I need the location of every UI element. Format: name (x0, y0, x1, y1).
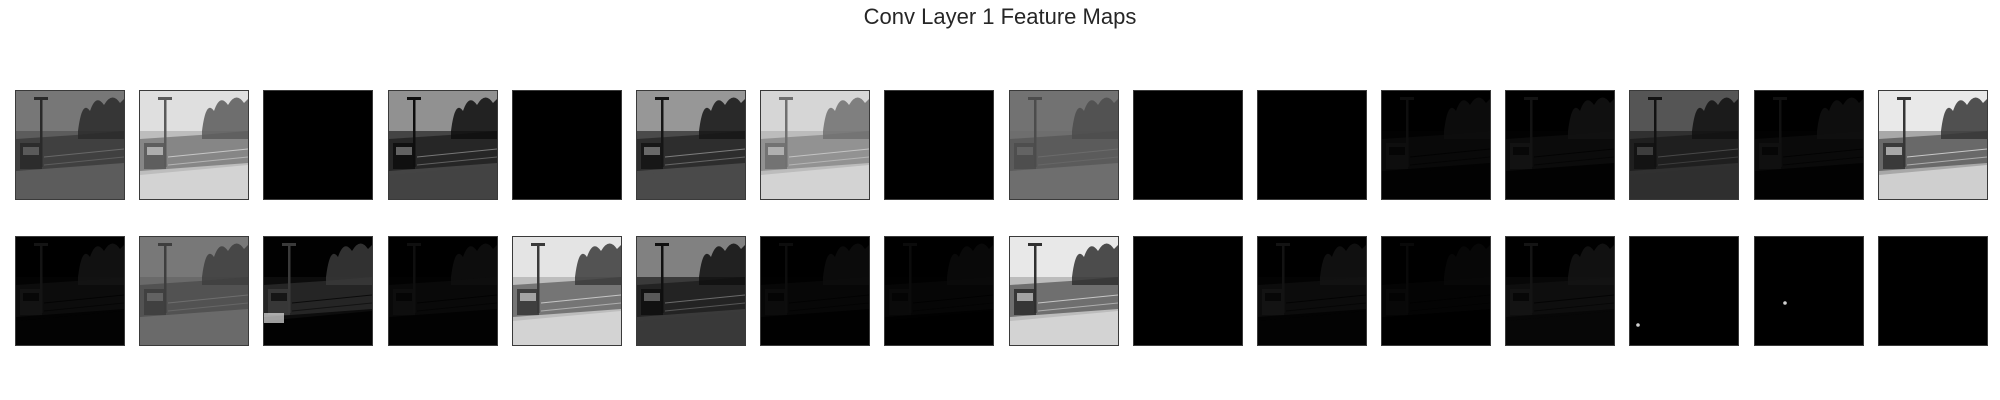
feature-map-24 (884, 236, 995, 346)
feature-map-7 (760, 90, 871, 200)
feature-map-4 (387, 90, 498, 200)
feature-map-31 (1753, 236, 1864, 346)
feature-map-2 (139, 90, 250, 200)
feature-map-20 (387, 236, 498, 346)
feature-map-26 (1132, 236, 1243, 346)
feature-map-16 (1877, 90, 1988, 200)
feature-map-14 (1629, 90, 1740, 200)
feature-map-11 (1256, 90, 1367, 200)
feature-map-19 (263, 236, 374, 346)
feature-map-3 (263, 90, 374, 200)
feature-map-12 (1381, 90, 1492, 200)
feature-map-23 (760, 236, 871, 346)
feature-map-grid (15, 90, 1988, 346)
feature-map-10 (1132, 90, 1243, 200)
feature-map-27 (1256, 236, 1367, 346)
feature-map-9 (1008, 90, 1119, 200)
feature-map-1 (15, 90, 125, 200)
feature-map-25 (1008, 236, 1119, 346)
feature-map-13 (1505, 90, 1616, 200)
feature-map-15 (1753, 90, 1864, 200)
feature-map-29 (1505, 236, 1616, 346)
feature-map-8 (884, 90, 995, 200)
feature-map-30 (1629, 236, 1740, 346)
feature-map-32 (1877, 236, 1988, 346)
feature-map-5 (511, 90, 622, 200)
feature-map-21 (511, 236, 622, 346)
feature-map-18 (139, 236, 250, 346)
figure-title: Conv Layer 1 Feature Maps (863, 4, 1137, 29)
feature-map-22 (635, 236, 746, 346)
feature-map-6 (635, 90, 746, 200)
feature-map-17 (15, 236, 125, 346)
feature-map-28 (1381, 236, 1492, 346)
